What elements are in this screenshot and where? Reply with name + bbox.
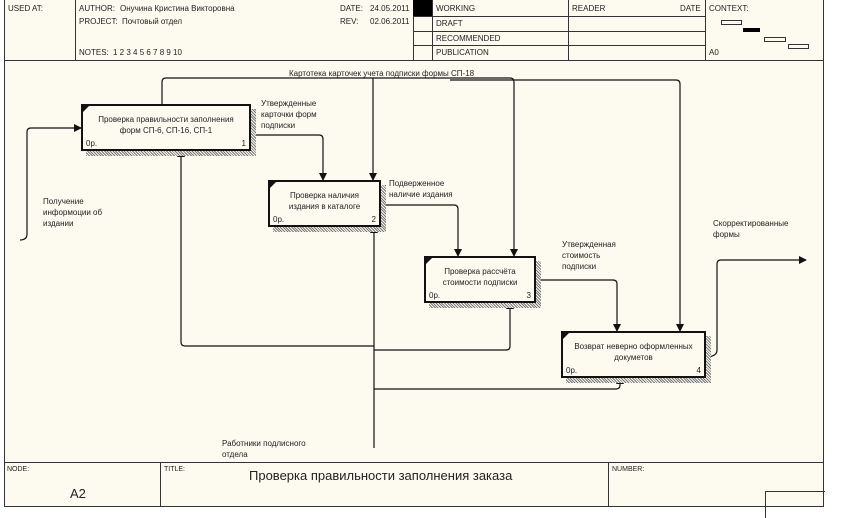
context-box [788,44,809,49]
author-label: AUTHOR: [79,4,115,13]
number-label: NUMBER: [612,466,645,473]
context-box [764,37,786,42]
control-branch-4 [450,79,684,332]
activity-number: 4 [696,366,701,375]
divider [608,462,609,507]
diagram-title: Проверка правильности заполнения заказа [249,468,513,483]
context-box-current [743,28,760,32]
divider [432,0,433,60]
status-working: WORKING [436,4,476,13]
project-label: PROJECT: [79,17,118,26]
context-node: A0 [709,48,719,57]
activity-box-4[interactable]: Возврат неверно оформленных докуметов 0р… [561,331,706,378]
node-label: NODE: [7,466,30,473]
mechanism-branch-3 [374,301,514,351]
corner-mark [426,258,432,264]
corner-mark [83,106,89,112]
reader-label: READER [572,4,606,13]
output-4-arrow [704,256,807,358]
rev: 02.06.2011 [370,17,410,26]
activity-box-2[interactable]: Проверка наличия издания в каталоге 0р. … [268,180,381,227]
output-2-arrow [380,204,462,257]
activity-cost: 0р. [86,139,98,148]
corner-mark [563,333,569,339]
activity-name: Проверка рассчёта стоимости подписки [442,267,518,287]
output-3-label: Утвержденная стоимость подписки [562,240,616,271]
notes: 1 2 3 4 5 6 7 8 9 10 [113,48,182,57]
node-value: A2 [70,486,86,501]
divider [75,0,76,60]
divider [413,16,705,17]
corner-mark [270,182,276,188]
rev-label: REV: [340,17,359,26]
divider [413,45,705,46]
notes-label: NOTES: [79,48,109,57]
activity-name: Проверка наличия издания в каталоге [288,191,361,211]
activity-number: 1 [241,139,246,148]
output-2-label: Подверженное наличие издания [389,179,453,199]
divider [705,0,706,60]
activity-box-1[interactable]: Проверка правильности заполнения форм СП… [81,104,251,151]
divider [160,462,161,507]
project: Почтовый отдел [122,17,183,26]
divider [4,462,824,463]
output-3-arrow [535,279,621,332]
footer-box [765,491,825,518]
author: Онучина Кристина Викторовна [120,4,235,13]
divider [4,60,824,61]
context-box [721,20,742,25]
output-4-label: Скорректированные формы [713,219,789,239]
divider [413,31,705,32]
control-label: Картотека карточек учета подписки формы … [289,69,475,78]
date-label: DATE: [340,4,363,13]
reader-date-label: DATE [680,4,701,13]
activity-cost: 0р. [566,366,578,375]
activity-number: 3 [526,291,531,300]
used-at-label: USED AT: [8,4,43,13]
activity-name: Проверка правильности заполнения форм СП… [98,115,234,135]
output-1-arrow [250,134,327,181]
diagram-sheet [4,0,824,507]
status-draft: DRAFT [436,19,463,28]
mechanism-label: Работники подлисного отдела [222,439,306,459]
mechanism-branch-1 [177,149,374,347]
context-label: CONTEXT: [709,4,749,13]
status-recommended: RECOMMENDED [436,34,501,43]
activity-name: Возврат неверно оформленных докуметов [574,342,693,362]
input-label: Получение информоции об издании [43,197,103,228]
input-arrow [19,124,82,241]
status-publication: PUBLICATION [436,48,489,57]
activity-number: 2 [371,215,376,224]
status-marker [413,0,432,16]
output-1-label: Утвержденные карточки форм подписки [261,99,317,130]
divider [568,0,569,60]
date: 24.05.2011 [370,4,410,13]
activity-box-3[interactable]: Проверка рассчёта стоимости подписки 0р.… [424,256,536,303]
title-label: TITLE: [164,466,186,473]
divider [413,0,414,60]
mechanism-branch-4 [374,376,624,390]
activity-cost: 0р. [429,291,441,300]
activity-cost: 0р. [273,215,285,224]
